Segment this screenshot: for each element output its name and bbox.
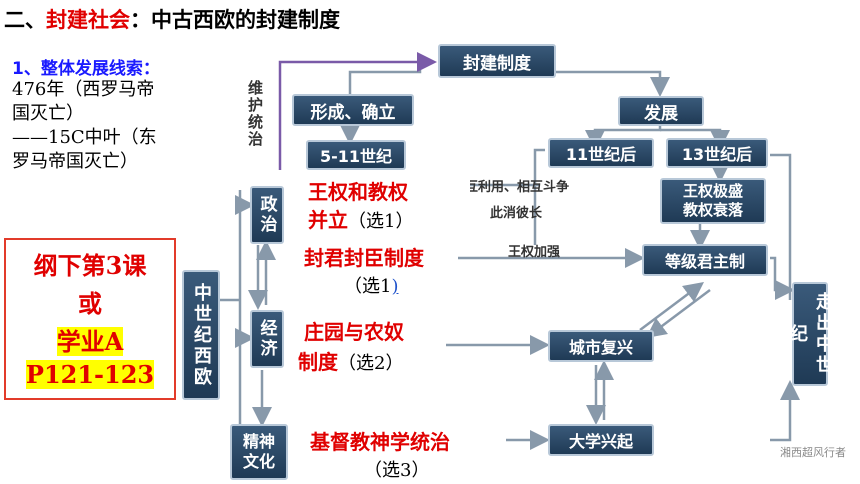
page-title: 二、封建社会：中古西欧的封建制度 — [4, 8, 340, 32]
century-5-11-box: 5-11世纪 — [306, 140, 406, 170]
overlay-item3: 庄园与农奴 制度（选2） — [296, 316, 446, 376]
overlay-item4: 基督教神学统治 （选3） — [306, 424, 506, 482]
link-paren[interactable]: ) — [391, 276, 399, 297]
timeline-note: 476年（西罗马帝 国灭亡） ——15C中叶（东 罗马帝国灭亡） — [12, 79, 157, 172]
maintain-rule-label: 维护统治 — [248, 79, 264, 148]
rise-fall-label: 此消彼长 — [490, 206, 543, 221]
after-11c-box: 11世纪后 — [548, 138, 654, 168]
development-box: 发展 — [618, 96, 704, 126]
city-revival-box: 城市复兴 — [548, 330, 654, 362]
watermark: 湘西超风行者 — [780, 446, 846, 459]
subtitle: 1、整体发展线索： — [12, 59, 160, 79]
university-rise-box: 大学兴起 — [548, 424, 654, 456]
after-13c-box: 13世纪后 — [666, 138, 768, 168]
hierarchical-monarchy-box: 等级君主制 — [642, 244, 768, 276]
reference-box: 纲下第3课 或 学业A P121-123 — [4, 238, 176, 400]
economy-box: 经济 — [250, 310, 284, 368]
overlay-item1: 王权和教权 并立（选1） — [300, 174, 470, 232]
formation-box: 形成、确立 — [292, 94, 414, 126]
overlay-item2: 封君封臣制度 （选1) — [298, 240, 458, 300]
mutual-label: 相互利用、相互斗争 — [452, 180, 570, 195]
royal-strengthen-label: 王权加强 — [508, 245, 561, 260]
feudal-system-box: 封建制度 — [438, 44, 556, 78]
spiritual-culture-box: 精神文化 — [230, 424, 288, 480]
medieval-western-europe-box: 中世纪西欧 — [182, 270, 220, 400]
politics-box: 政治 — [250, 186, 284, 244]
royal-peak-box: 王权极盛 教权衰落 — [660, 178, 766, 224]
title-highlight: 封建社会 — [46, 8, 130, 32]
exit-middle-ages-box: 走出中世纪 — [787, 282, 834, 386]
